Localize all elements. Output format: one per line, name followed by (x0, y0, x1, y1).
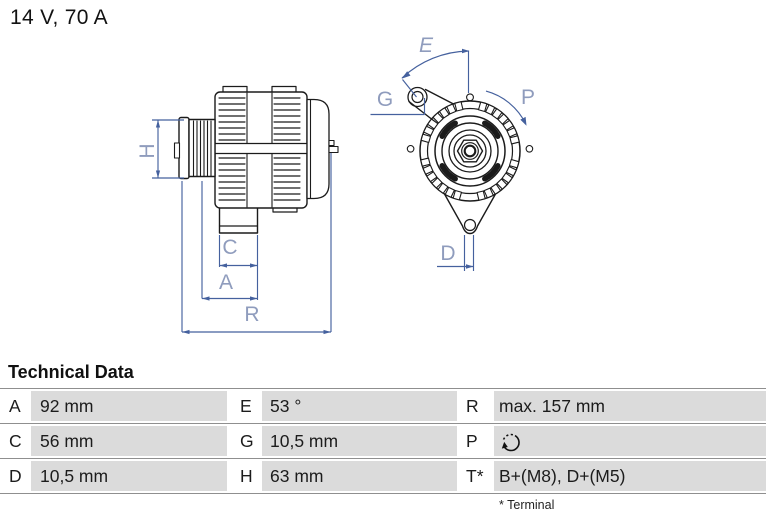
dim-value-A: 92 mm (31, 391, 227, 421)
dimension-label-D: D (440, 242, 455, 265)
dim-key-A: A (0, 391, 31, 421)
dimension-label-H: H (136, 143, 159, 158)
table-row: D 10,5 mm H 63 mm T* B+(M8), D+(M5) (0, 461, 766, 491)
dim-value-H: 63 mm (262, 461, 457, 491)
dim-value-G: 10,5 mm (262, 426, 457, 456)
table-separator (0, 388, 766, 389)
dim-value-D: 10,5 mm (31, 461, 227, 491)
dim-key-E: E (227, 391, 262, 421)
rotation-clockwise-icon (501, 433, 520, 451)
table-row: A 92 mm E 53 ° R max. 157 mm (0, 391, 766, 421)
dim-key-D: D (0, 461, 31, 491)
dim-value-P-rotation (494, 426, 766, 456)
dimension-label-G: G (377, 88, 393, 111)
technical-drawings: H C A R (136, 34, 535, 335)
side-view-dimensions (152, 119, 332, 335)
dim-key-C: C (0, 426, 31, 456)
dim-value-R: max. 157 mm (494, 391, 766, 421)
dim-key-H: H (227, 461, 262, 491)
front-view-dimensions (370, 48, 527, 271)
technical-data-heading: Technical Data (8, 362, 134, 382)
table-separator (0, 458, 766, 459)
rear-cover (306, 98, 330, 200)
table-separator (0, 493, 766, 494)
dim-key-G: G (227, 426, 262, 456)
dimension-label-R: R (244, 303, 259, 326)
cooling-fins (218, 97, 301, 201)
table-row: C 56 mm G 10,5 mm P (0, 426, 766, 456)
bottom-lug (443, 193, 497, 235)
technical-data-table: A 92 mm E 53 ° R max. 157 mm C 56 mm G 1… (0, 388, 768, 512)
alternator-front-view-drawing (406, 86, 534, 235)
dimension-label-C: C (222, 236, 237, 259)
dimension-label-P: P (521, 86, 535, 109)
technical-data-section: Technical Data A 92 mm E 53 ° R max. 157… (0, 362, 768, 512)
dim-key-T: T* (457, 461, 494, 491)
alternator-side-view-drawing (173, 85, 339, 234)
dim-value-C: 56 mm (31, 426, 227, 456)
dim-key-P: P (457, 426, 494, 456)
terminal-footnote: * Terminal (499, 498, 555, 512)
belt-pulley (178, 116, 190, 180)
dim-value-E: 53 ° (262, 391, 457, 421)
table-separator (0, 423, 766, 424)
product-rating-title: 14 V, 70 A (10, 6, 108, 29)
dimension-label-E: E (419, 34, 434, 57)
dim-key-R: R (457, 391, 494, 421)
dim-value-terminals: B+(M8), D+(M5) (494, 461, 766, 491)
terminal-stud (328, 139, 335, 147)
dimension-label-A: A (219, 271, 233, 294)
